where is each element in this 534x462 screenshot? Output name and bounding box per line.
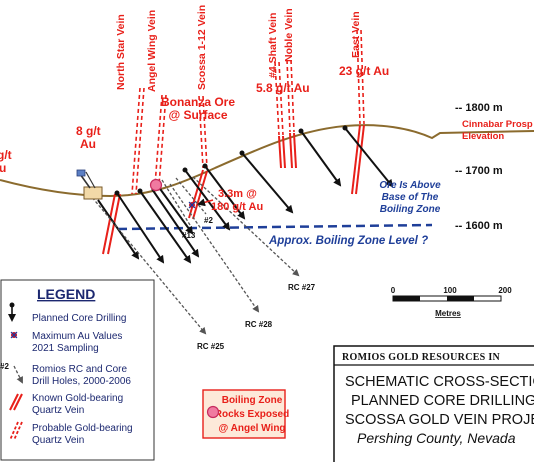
scale-bar [392, 295, 502, 302]
legend-max-au-line2: 2021 Sampling [32, 343, 99, 354]
rc27-label: RC #27 [288, 283, 316, 292]
legend-known-vein-icon [9, 393, 23, 411]
grade-8-line2: Au [80, 137, 96, 151]
boiling-box-ball-icon [206, 405, 220, 419]
ore-above-line1: Ore Is Above [379, 180, 441, 191]
legend-box [0, 279, 155, 461]
legend-romios-icon [13, 365, 23, 384]
vein-label-noble: Noble Vein [283, 8, 295, 62]
planned-hole-8 [300, 130, 342, 187]
vein-label-east: East Vein [350, 11, 362, 58]
probable-vein-north-star [131, 87, 145, 195]
rc27-trace [192, 176, 300, 277]
bonanza-label-line1: Bonanza Ore [161, 95, 235, 109]
angel-wing-exposure-ball [149, 178, 163, 192]
grade-3-3-line2: 180 g/t Au [211, 201, 263, 213]
hole2-trace [175, 177, 207, 215]
planned-hole-1 [116, 192, 165, 264]
hole13-trace [161, 179, 191, 226]
ground-surface-line [0, 124, 534, 198]
legend-hole-symbol: #2 [0, 362, 9, 371]
probable-vein-scossa [198, 95, 208, 169]
vein-scossa [188, 169, 208, 220]
grade-left-line2: u [0, 161, 6, 175]
probable-vein-shaft4 [274, 61, 284, 136]
rc25-trace [85, 189, 207, 335]
rc28-trace [169, 183, 260, 313]
legend-romios-line2: Drill Holes, 2000-2006 [32, 376, 131, 387]
vein-shaft4 [278, 135, 286, 169]
vein-label-scossa: Scossa 1-12 Vein [196, 5, 208, 90]
ore-above-line2: Base of The [382, 192, 439, 203]
planned-collars [114, 125, 348, 196]
boiling-zone-level-line [117, 223, 433, 231]
probable-vein-angel-wing [154, 94, 167, 186]
grade-3-3-line1: 3.3m @ [218, 188, 257, 200]
vein-label-shaft4: #4 Shaft Vein [267, 13, 279, 78]
legend-max-au-icon [10, 331, 18, 339]
scale-tick-200: 200 [498, 286, 512, 295]
grade-23: 23 g/t Au [339, 64, 389, 78]
title-line2: PLANNED CORE DRILLING [351, 393, 534, 409]
grade-left-line1: g/t [0, 148, 12, 162]
planned-hole-4 [157, 185, 194, 235]
legend-known-line1: Known Gold-bearing [32, 393, 123, 404]
boiling-box-line2: Rocks Exposed [215, 409, 289, 420]
planned-hole-7 [241, 152, 294, 214]
romios-holes [85, 176, 300, 335]
rc28-label: RC #28 [245, 320, 273, 329]
planned-hole-2 [139, 190, 192, 264]
probable-vein-east [356, 29, 365, 125]
cinnabar-label-line1: Cinnabar Prosp [462, 119, 533, 130]
rc25-label: RC #25 [197, 342, 225, 351]
title-line1: SCHEMATIC CROSS-SECTIO [345, 374, 534, 390]
ore-above-line3: Boiling Zone [380, 204, 441, 215]
scale-tick-100: 100 [443, 286, 457, 295]
legend-planned-label: Planned Core Drilling [32, 313, 127, 324]
vein-east [351, 124, 365, 195]
legend-probable-line2: Quartz Vein [32, 435, 84, 446]
probable-vein-noble [286, 59, 295, 133]
elevation-1800: -- 1800 m [455, 102, 503, 114]
planned-core-holes [97, 127, 394, 264]
title-line3: SCOSSA GOLD VEIN PROJEC [345, 412, 534, 428]
au-callout-arrow [197, 198, 214, 207]
hole-2-label: #2 [204, 216, 213, 225]
planned-hole-3 [151, 188, 200, 258]
scale-tick-0: 0 [391, 286, 396, 295]
hole-13-label: #13 [182, 231, 196, 240]
grade-5-8: 5.8 g/t Au [256, 81, 310, 95]
vein-label-north-star: North Star Vein [115, 14, 127, 90]
legend-title: LEGEND [37, 286, 95, 302]
title-line4: Pershing County, Nevada [357, 430, 516, 446]
legend-probable-line1: Probable Gold-bearing [32, 423, 133, 434]
legend-max-au-line1: Maximum Au Values [32, 331, 122, 342]
grade-8-line1: 8 g/t [76, 124, 101, 138]
cinnabar-label-line2: Elevation [462, 131, 504, 142]
legend-romios-line1: Romios RC and Core [32, 364, 127, 375]
legend-planned-icon [8, 302, 16, 322]
vein-noble [289, 132, 297, 169]
company-name: ROMIOS GOLD RESOURCES IN [342, 352, 501, 363]
legend-probable-vein-icon [9, 421, 23, 441]
max-au-marker-icon [188, 201, 196, 209]
boiling-zone-level-label: Approx. Boiling Zone Level ? [268, 235, 428, 247]
boiling-box-line3: @ Angel Wing [218, 423, 285, 434]
scale-unit: Metres [435, 309, 461, 318]
bonanza-label-line2: @ Surface [168, 108, 227, 122]
vein-north-star [102, 193, 121, 255]
vein-label-angel-wing: Angel Wing Vein [146, 10, 158, 92]
planned-hole-6 [204, 165, 246, 220]
planned-hole-9 [344, 127, 394, 188]
boiling-box-line1: Boiling Zone [222, 395, 283, 406]
drill-rig-icon [76, 169, 103, 200]
elevation-1600: -- 1600 m [455, 220, 503, 232]
elevation-1700: -- 1700 m [455, 165, 503, 177]
legend-known-line2: Quartz Vein [32, 405, 84, 416]
planned-hole-5 [184, 169, 231, 231]
